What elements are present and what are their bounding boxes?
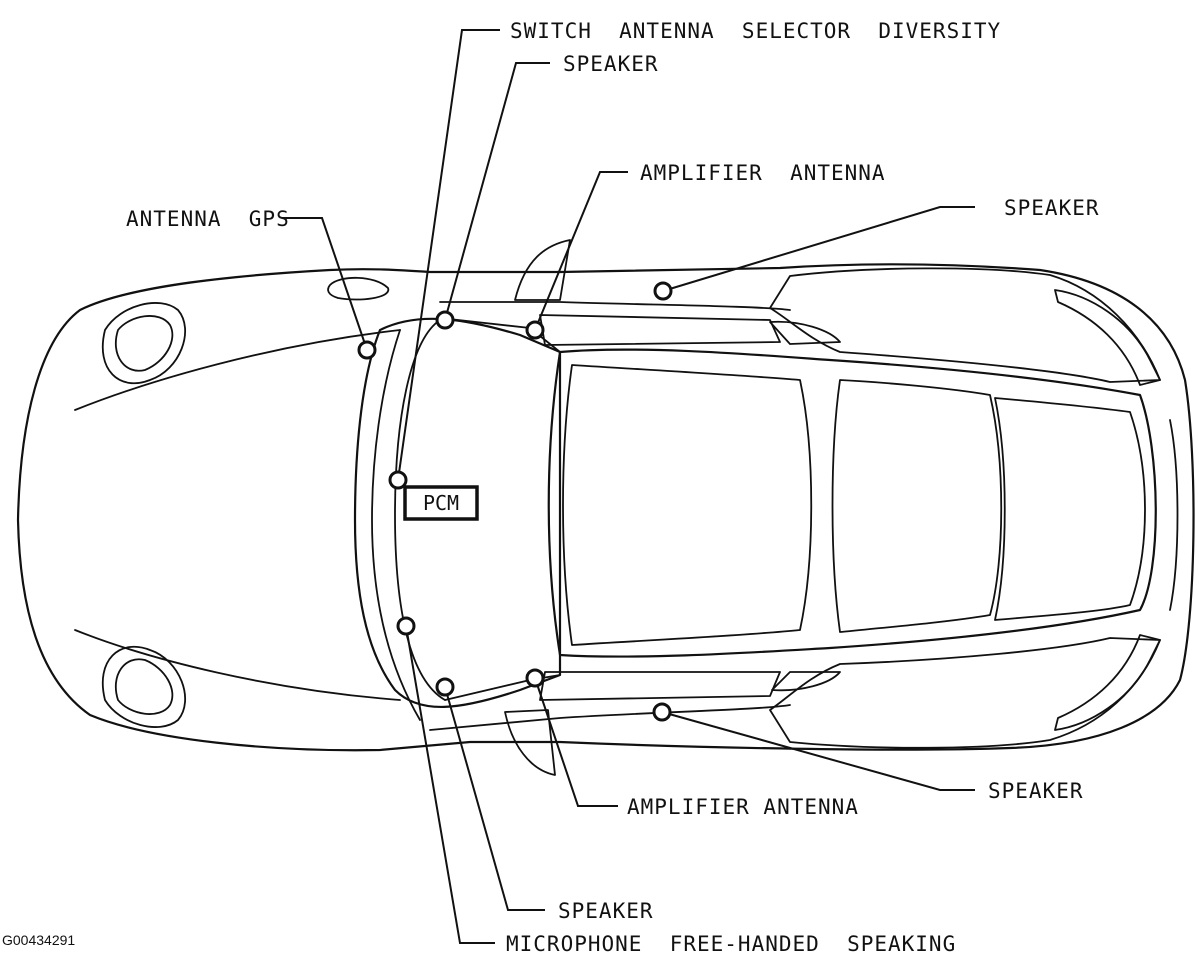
- label-antenna-gps: ANTENNA GPS: [126, 207, 290, 231]
- microphone-marker: [396, 616, 416, 636]
- leader-lines: [282, 29, 975, 944]
- label-speaker-front-top: SPEAKER: [563, 52, 659, 76]
- speaker-rear-top-marker: [653, 281, 673, 301]
- car-body-outline: [16, 239, 1195, 776]
- callout-labels: SWITCH ANTENNA SELECTOR DIVERSITY SPEAKE…: [126, 19, 1100, 956]
- amplifier-antenna-top-marker: [525, 320, 545, 340]
- speaker-front-bottom-marker: [435, 677, 455, 697]
- label-speaker-rear-top: SPEAKER: [1004, 196, 1100, 220]
- pcm-label: PCM: [423, 491, 459, 515]
- label-switch-antenna-selector-diversity: SWITCH ANTENNA SELECTOR DIVERSITY: [510, 19, 1001, 43]
- figure-id: G00434291: [2, 932, 75, 948]
- label-speaker-front-bottom: SPEAKER: [558, 899, 654, 923]
- antenna-gps-marker: [357, 340, 377, 360]
- switch-antenna-selector-marker: [388, 470, 408, 490]
- label-speaker-rear-bottom: SPEAKER: [988, 779, 1084, 803]
- speaker-front-top-marker: [435, 310, 455, 330]
- label-amplifier-antenna-top: AMPLIFIER ANTENNA: [640, 161, 886, 185]
- speaker-rear-bottom-marker: [652, 702, 672, 722]
- amplifier-antenna-bottom-marker: [525, 668, 545, 688]
- label-amplifier-antenna-bottom: AMPLIFIER ANTENNA: [627, 795, 859, 819]
- pcm-module: PCM: [403, 485, 479, 521]
- label-microphone-free-handed-speaking: MICROPHONE FREE-HANDED SPEAKING: [506, 932, 956, 956]
- component-markers: [357, 281, 673, 722]
